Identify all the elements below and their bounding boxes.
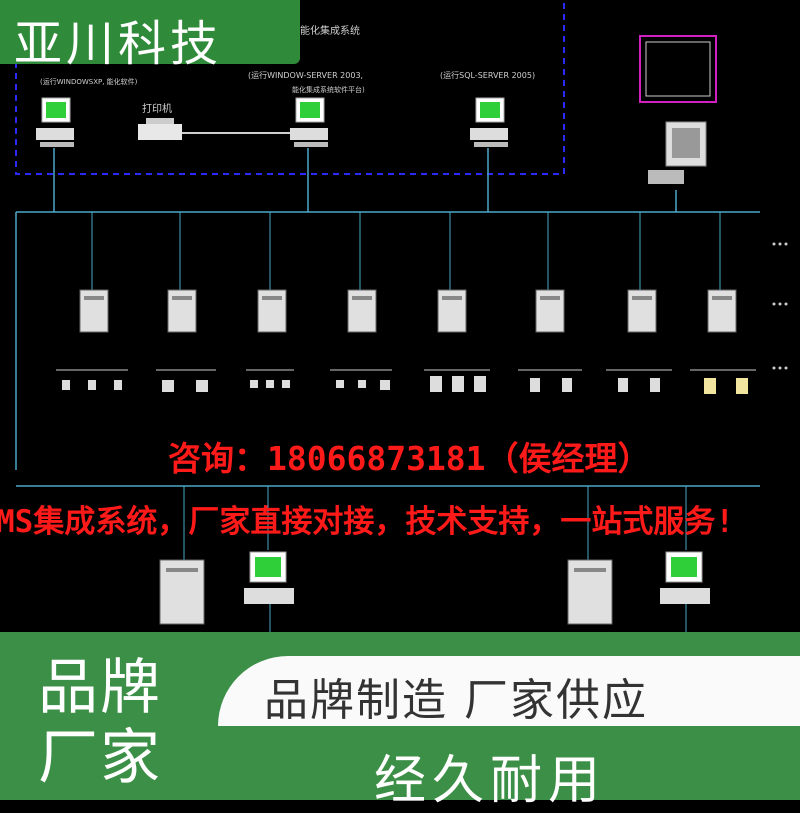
top-title: 能化集成系统 xyxy=(300,24,360,37)
lower-left-server-icon xyxy=(159,559,205,625)
contact-phone: 咨询：18066873181（侯经理） xyxy=(168,439,651,478)
service-slogan: MS集成系统，厂家直接对接，技术支持，一站式服务! xyxy=(0,504,734,540)
printer-icon xyxy=(138,118,182,140)
dashed-enclosure xyxy=(15,0,565,175)
monitor-keyboard-icon xyxy=(648,121,707,184)
right-workstation-icon xyxy=(470,97,508,147)
left-station-label: (运行WINDOWSXP, 能化软件) xyxy=(40,77,138,86)
magenta-frame xyxy=(639,35,717,103)
center-workstation-icon xyxy=(290,97,328,147)
lower-right-server-icon xyxy=(567,559,613,625)
bottom-tag-factory: 厂家 xyxy=(38,723,162,793)
bottom-tag-brand: 品牌 xyxy=(38,653,162,723)
lower-right-monitor-icon xyxy=(660,551,710,604)
left-workstation-icon xyxy=(36,97,74,147)
right-server-label: (运行SQL-SERVER 2005) xyxy=(440,70,535,80)
center-server-label2: 能化集成系统软件平台) xyxy=(292,85,365,94)
subsystem-row xyxy=(56,212,788,394)
bottom-durable-text: 经久耐用 xyxy=(374,751,607,811)
center-server-label: (运行WINDOW-SERVER 2003, xyxy=(248,70,363,80)
printer-label: 打印机 xyxy=(142,102,172,115)
lower-left-monitor-icon xyxy=(244,551,294,604)
bottom-white-banner xyxy=(218,656,800,726)
brand-name: 亚川科技 xyxy=(14,16,223,72)
bottom-banner-text: 品牌制造 厂家供应 xyxy=(264,675,648,726)
brand-banner: 亚川科技 xyxy=(0,0,300,72)
